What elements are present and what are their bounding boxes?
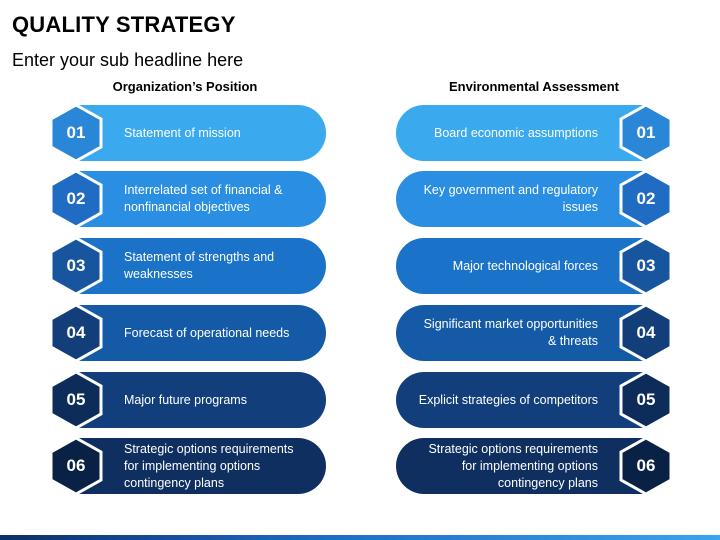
left-step-5: Major future programs 05	[46, 370, 336, 430]
right-step-5-text: Explicit strategies of competitors	[418, 392, 598, 407]
right-step-3-text: Major technological forces	[452, 258, 598, 273]
right-step-4-number: 04	[636, 323, 656, 342]
left-step-2-number: 02	[66, 189, 86, 208]
right-step-3: Major technological forces 03	[386, 236, 676, 296]
left-step-1-text: Statement of mission	[124, 125, 241, 140]
right-step-6-hexagon: 06	[616, 436, 676, 496]
left-step-4-number: 04	[66, 323, 86, 342]
left-step-6-hexagon: 06	[46, 436, 106, 496]
right-step-1-hexagon: 01	[616, 103, 676, 163]
left-step-3-text: Statement of strengths and weaknesses	[124, 250, 275, 281]
left-step-2-text: Interrelated set of financial & nonfinan…	[124, 183, 283, 214]
left-step-2-pill: Interrelated set of financial & nonfinan…	[74, 171, 326, 227]
left-step-4-text: Forecast of operational needs	[124, 325, 290, 340]
bottom-accent-bar	[0, 535, 720, 540]
right-step-3-number: 03	[636, 256, 656, 275]
left-step-3: Statement of strengths and weaknesses 03	[46, 236, 336, 296]
left-step-5-number: 05	[66, 390, 86, 409]
left-step-6: Strategic options requirements for imple…	[46, 436, 336, 496]
right-step-5-hexagon: 05	[616, 370, 676, 430]
right-step-4-pill: Significant market opportunities & threa…	[396, 305, 648, 361]
right-step-5: Explicit strategies of competitors 05	[386, 370, 676, 430]
right-step-3-pill: Major technological forces	[396, 238, 648, 294]
right-step-4: Significant market opportunities & threa…	[386, 303, 676, 363]
left-step-4: Forecast of operational needs 04	[46, 303, 336, 363]
page-subtitle: Enter your sub headline here	[12, 50, 244, 70]
left-step-3-number: 03	[66, 256, 86, 275]
right-step-6: Strategic options requirements for imple…	[386, 436, 676, 496]
left-step-3-pill: Statement of strengths and weaknesses	[74, 238, 326, 294]
left-step-2-hexagon: 02	[46, 169, 106, 229]
right-step-3-hexagon: 03	[616, 236, 676, 296]
page-title: QUALITY STRATEGY	[12, 12, 236, 37]
right-step-6-number: 06	[636, 456, 656, 475]
left-step-1-number: 01	[66, 123, 86, 142]
left-step-1-pill: Statement of mission	[74, 105, 326, 161]
left-step-1: Statement of mission 01	[46, 103, 336, 163]
left-step-5-hexagon: 05	[46, 370, 106, 430]
left-step-4-pill: Forecast of operational needs	[74, 305, 326, 361]
environmental-assessment-column: Board economic assumptions 01 Key govern…	[386, 103, 676, 529]
left-step-4-hexagon: 04	[46, 303, 106, 363]
left-step-3-hexagon: 03	[46, 236, 106, 296]
right-step-5-pill: Explicit strategies of competitors	[396, 372, 648, 428]
left-step-5-pill: Major future programs	[74, 372, 326, 428]
left-column-heading: Organization’s Position	[112, 79, 258, 94]
right-step-5-number: 05	[636, 390, 656, 409]
right-step-2-hexagon: 02	[616, 169, 676, 229]
right-step-2-number: 02	[636, 189, 656, 208]
right-column-heading: Environmental Assessment	[448, 79, 620, 94]
left-step-6-text: Strategic options requirements for imple…	[124, 441, 294, 490]
right-step-2-text: Key government and regulatory issues	[423, 183, 598, 214]
right-step-4-text: Significant market opportunities & threa…	[423, 317, 598, 348]
left-step-6-pill: Strategic options requirements for imple…	[74, 438, 326, 494]
right-step-4-hexagon: 04	[616, 303, 676, 363]
left-step-2: Interrelated set of financial & nonfinan…	[46, 169, 336, 229]
right-step-6-pill: Strategic options requirements for imple…	[396, 438, 648, 494]
left-step-6-number: 06	[66, 456, 86, 475]
left-step-1-hexagon: 01	[46, 103, 106, 163]
right-step-1-text: Board economic assumptions	[434, 125, 598, 140]
right-step-6-text: Strategic options requirements for imple…	[428, 441, 598, 490]
right-step-1-number: 01	[636, 123, 656, 142]
right-step-2-pill: Key government and regulatory issues	[396, 171, 648, 227]
right-step-1: Board economic assumptions 01	[386, 103, 676, 163]
organization-position-column: Statement of mission 01 Interrelated set…	[46, 103, 336, 529]
right-step-2: Key government and regulatory issues 02	[386, 169, 676, 229]
left-step-5-text: Major future programs	[124, 392, 247, 407]
right-step-1-pill: Board economic assumptions	[396, 105, 648, 161]
